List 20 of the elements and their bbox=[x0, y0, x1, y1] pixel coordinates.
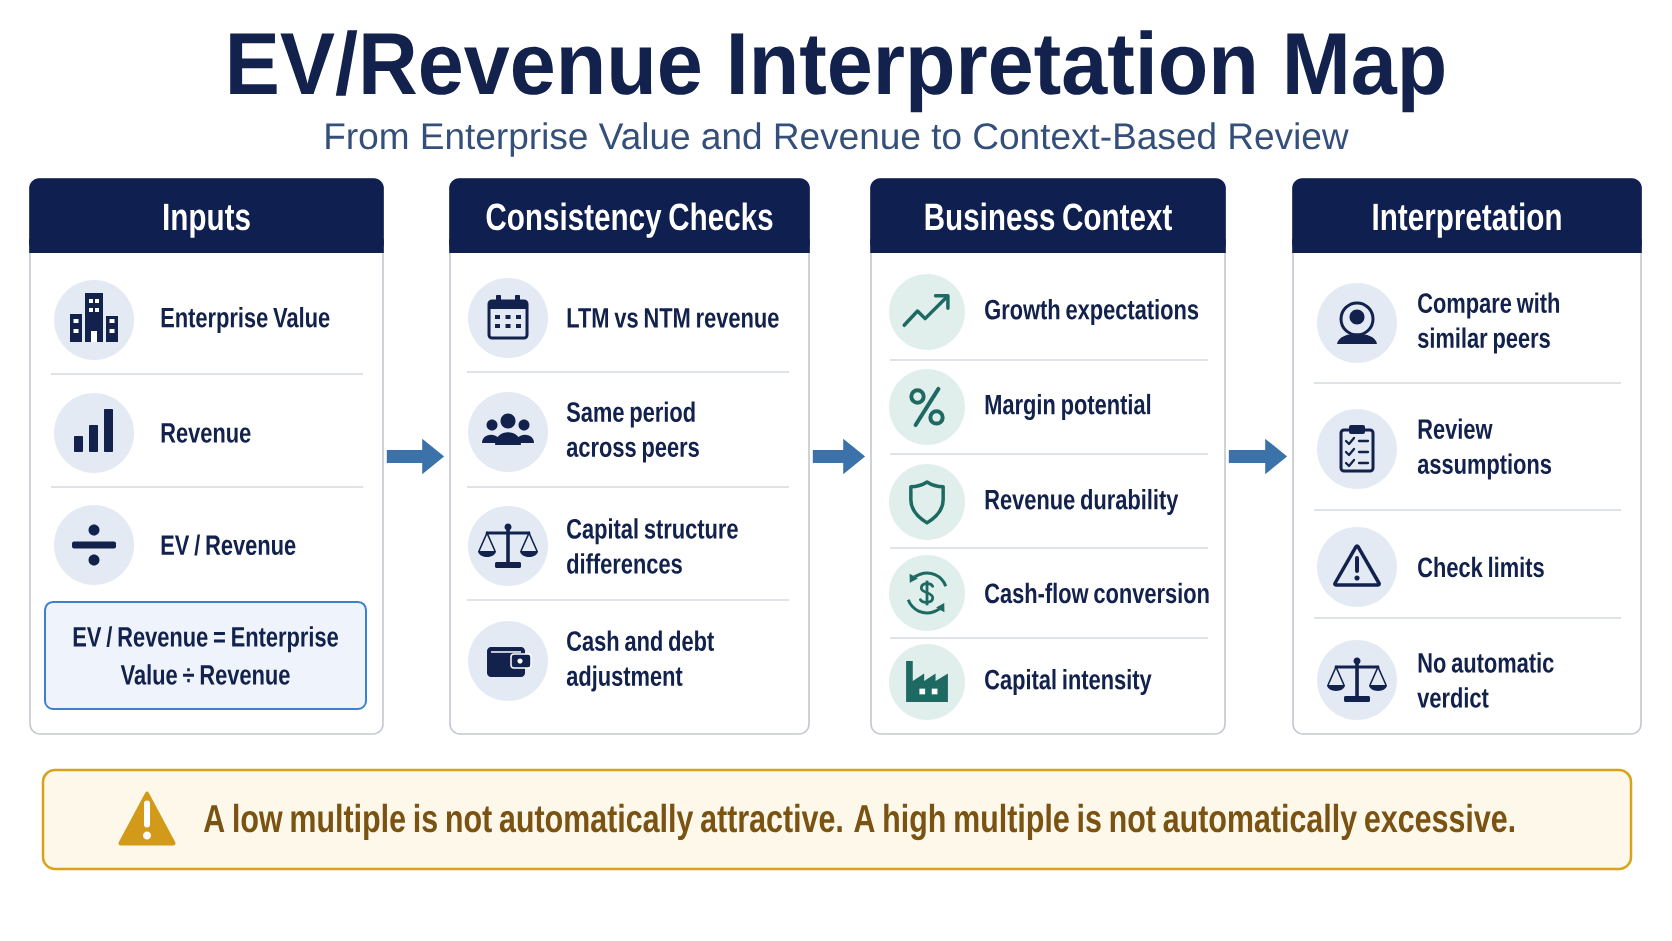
item-label: Review assumptions bbox=[1417, 418, 1552, 480]
item-label: Growth expectations bbox=[985, 298, 1199, 326]
note-banner: A low multiple is not automatically attractive. A high multiple is not automatically excessive. bbox=[41, 768, 1633, 871]
item-label: Cash-flow conversion bbox=[985, 582, 1209, 604]
item-label: LTM vs NTM revenue bbox=[567, 308, 779, 328]
item-label: Check limits bbox=[1418, 556, 1544, 578]
item-label: Cash and debt adjustment bbox=[566, 630, 714, 692]
formula-box: EV / Revenue = Enterprise Value ÷ Revenue bbox=[44, 601, 367, 710]
item-label: Capital intensity bbox=[985, 668, 1152, 696]
item-label: Revenue durability bbox=[985, 488, 1179, 516]
subtitle: From Enterprise Value and Revenue to Context-Based Review bbox=[326, 122, 1349, 157]
item-label: Enterprise Value bbox=[161, 306, 330, 334]
item-label: Capital structure differences bbox=[567, 518, 738, 574]
item-label: Margin potential bbox=[985, 393, 1151, 421]
item-label: Compare with similar peers bbox=[1418, 292, 1560, 354]
title: EV/Revenue Interpretation Map bbox=[230, 30, 1444, 113]
item-label: Revenue bbox=[161, 423, 251, 443]
item-label: Same period across peers bbox=[566, 401, 699, 463]
item-label: EV / Revenue bbox=[161, 534, 296, 556]
item-label: No automatic verdict bbox=[1417, 652, 1554, 708]
